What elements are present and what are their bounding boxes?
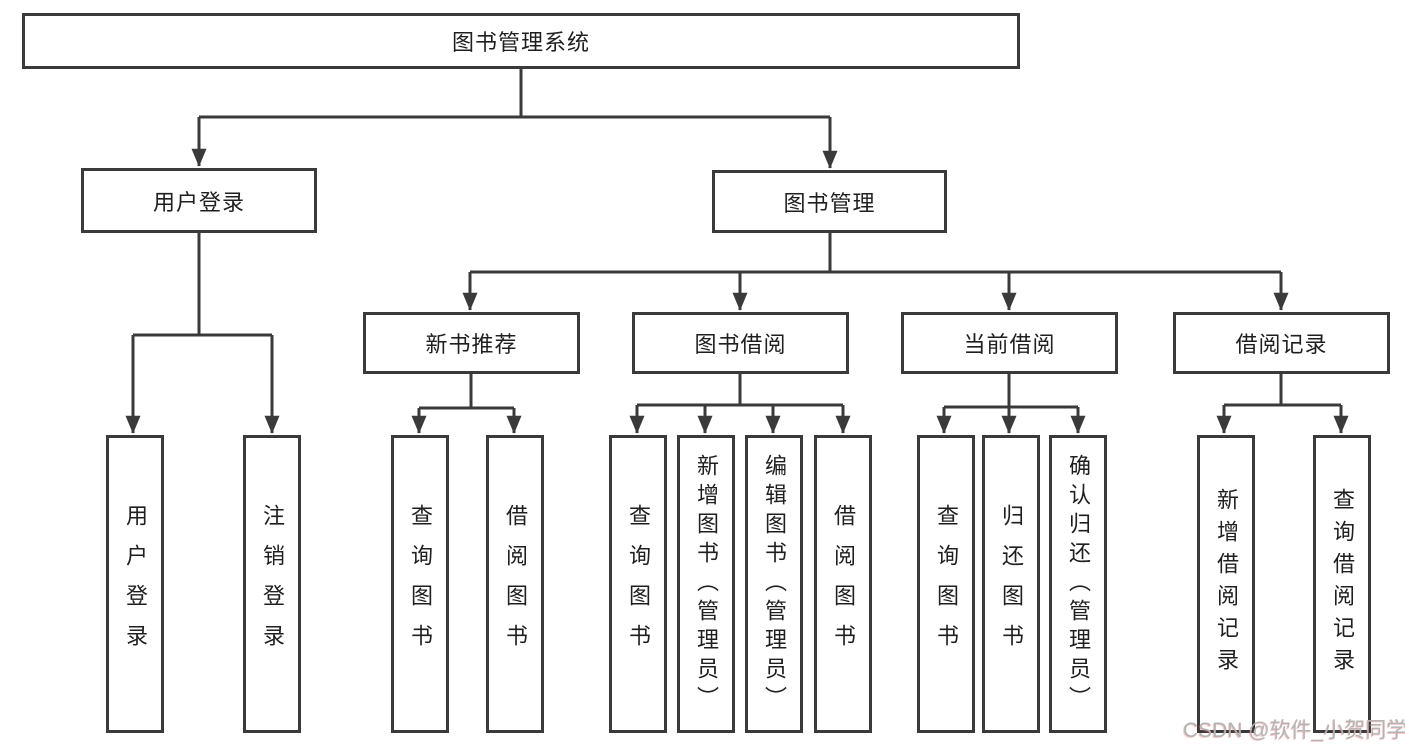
- node-user-login: 用户登录: [106, 435, 164, 733]
- connector-book-management-bus: [470, 233, 1281, 274]
- node-add-borrow-record: 新增借阅记录: [1197, 435, 1255, 733]
- connector-current-bus: [944, 374, 1078, 409]
- node-book-management-label: 图书管理: [783, 190, 876, 216]
- node-query-books-current: 查询图书: [917, 435, 975, 733]
- node-current-borrowing-label: 当前借阅: [963, 332, 1056, 357]
- csdn-watermark: CSDN @软件_小贺同学: [1183, 719, 1405, 742]
- node-new-book-recommendation-label: 新书推荐: [425, 332, 518, 357]
- node-logout-label: 注销登录: [260, 504, 285, 664]
- connector-records-bus: [1224, 374, 1341, 407]
- node-book-borrowing: 图书借阅: [632, 312, 849, 374]
- node-user-login-branch: 用户登录: [81, 168, 317, 233]
- node-user-login-branch-label: 用户登录: [152, 189, 245, 215]
- node-return-book-label: 归还图书: [999, 504, 1024, 664]
- node-add-book-admin-label: 新增图书（管理员）: [694, 453, 719, 715]
- node-query-borrow-record: 查询借阅记录: [1313, 435, 1371, 733]
- connector-borrowing-bus: [637, 374, 843, 407]
- node-edit-book-admin-label: 编辑图书（管理员）: [762, 453, 787, 715]
- node-library-system-label: 图书管理系统: [451, 30, 590, 55]
- node-query-books-recommend: 查询图书: [391, 435, 449, 733]
- node-book-management: 图书管理: [712, 170, 947, 233]
- node-confirm-return-admin: 确认归还（管理员）: [1049, 435, 1107, 733]
- node-add-borrow-record-label: 新增借阅记录: [1214, 488, 1239, 680]
- node-query-books-recommend-label: 查询图书: [408, 504, 433, 664]
- node-user-login-label: 用户登录: [123, 504, 148, 664]
- node-query-books-borrowing-label: 查询图书: [626, 504, 651, 664]
- node-edit-book-admin: 编辑图书（管理员）: [745, 435, 803, 733]
- node-logout: 注销登录: [243, 435, 301, 733]
- node-borrow-records-label: 借阅记录: [1235, 332, 1328, 357]
- node-confirm-return-admin-label: 确认归还（管理员）: [1066, 453, 1091, 715]
- node-borrow-records: 借阅记录: [1173, 312, 1390, 374]
- node-query-borrow-record-label: 查询借阅记录: [1330, 488, 1355, 680]
- node-borrow-books-recommend: 借阅图书: [486, 435, 544, 733]
- node-book-borrowing-label: 图书借阅: [694, 332, 787, 357]
- node-query-books-current-label: 查询图书: [934, 504, 959, 664]
- node-new-book-recommendation: 新书推荐: [363, 312, 580, 374]
- node-return-book: 归还图书: [982, 435, 1040, 733]
- connector-recommendation-bus: [419, 374, 514, 410]
- node-add-book-admin: 新增图书（管理员）: [677, 435, 735, 733]
- node-borrow-books-borrowing-label: 借阅图书: [831, 504, 856, 664]
- node-current-borrowing: 当前借阅: [901, 312, 1118, 374]
- node-borrow-books-borrowing: 借阅图书: [814, 435, 872, 733]
- node-borrow-books-recommend-label: 借阅图书: [503, 504, 528, 664]
- connector-user-login-bus: [133, 233, 272, 337]
- node-library-system: 图书管理系统: [22, 13, 1020, 69]
- node-query-books-borrowing: 查询图书: [609, 435, 667, 733]
- connector-root-bus: [199, 68, 830, 119]
